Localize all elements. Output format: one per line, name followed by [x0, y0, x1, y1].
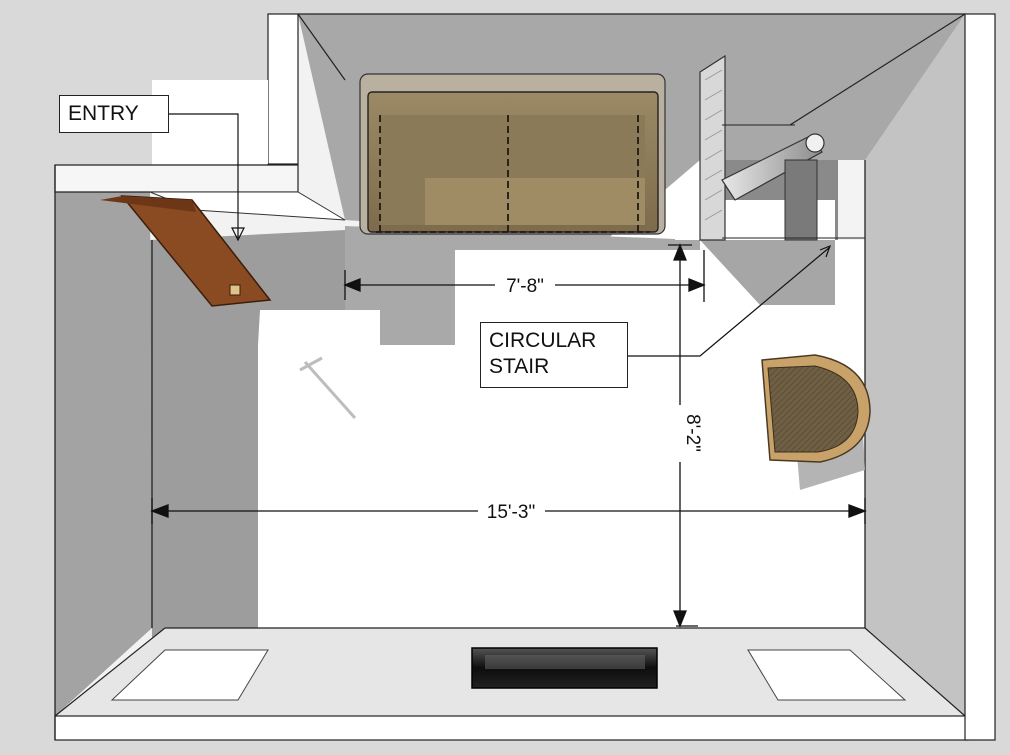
dimension-sofa-width — [343, 250, 706, 302]
entry-label: ENTRY — [59, 95, 169, 133]
circular-stair-label-line1: CIRCULAR — [489, 329, 597, 352]
dimension-room-depth — [668, 243, 698, 628]
tv-console-icon — [471, 647, 658, 689]
entry-label-text: ENTRY — [68, 102, 139, 125]
circular-stair-label: CIRCULAR STAIR — [480, 322, 628, 388]
light-fixture-icon — [299, 356, 357, 419]
stair-leader — [628, 246, 831, 357]
circular-stair-label-line2: STAIR — [489, 355, 550, 378]
circular-stair-icon — [699, 54, 865, 241]
door-icon — [100, 195, 272, 307]
dimension-room-width-label: 15'-3" — [487, 502, 535, 523]
armchair-icon — [761, 354, 871, 490]
dimension-room-depth-bg — [669, 405, 691, 462]
dimension-room-depth-label: 8'-2" — [682, 414, 703, 452]
entry-leader — [169, 113, 239, 238]
dimension-sofa-width-label: 7'-8" — [506, 276, 544, 297]
dimension-sofa-width-bg — [495, 274, 555, 296]
dimension-room-width-bg — [478, 500, 545, 522]
stair-leader-arrowhead — [819, 244, 832, 258]
sofa-icon — [359, 73, 666, 235]
entry-leader-arrowhead — [231, 227, 245, 242]
dimension-room-width — [150, 498, 867, 524]
